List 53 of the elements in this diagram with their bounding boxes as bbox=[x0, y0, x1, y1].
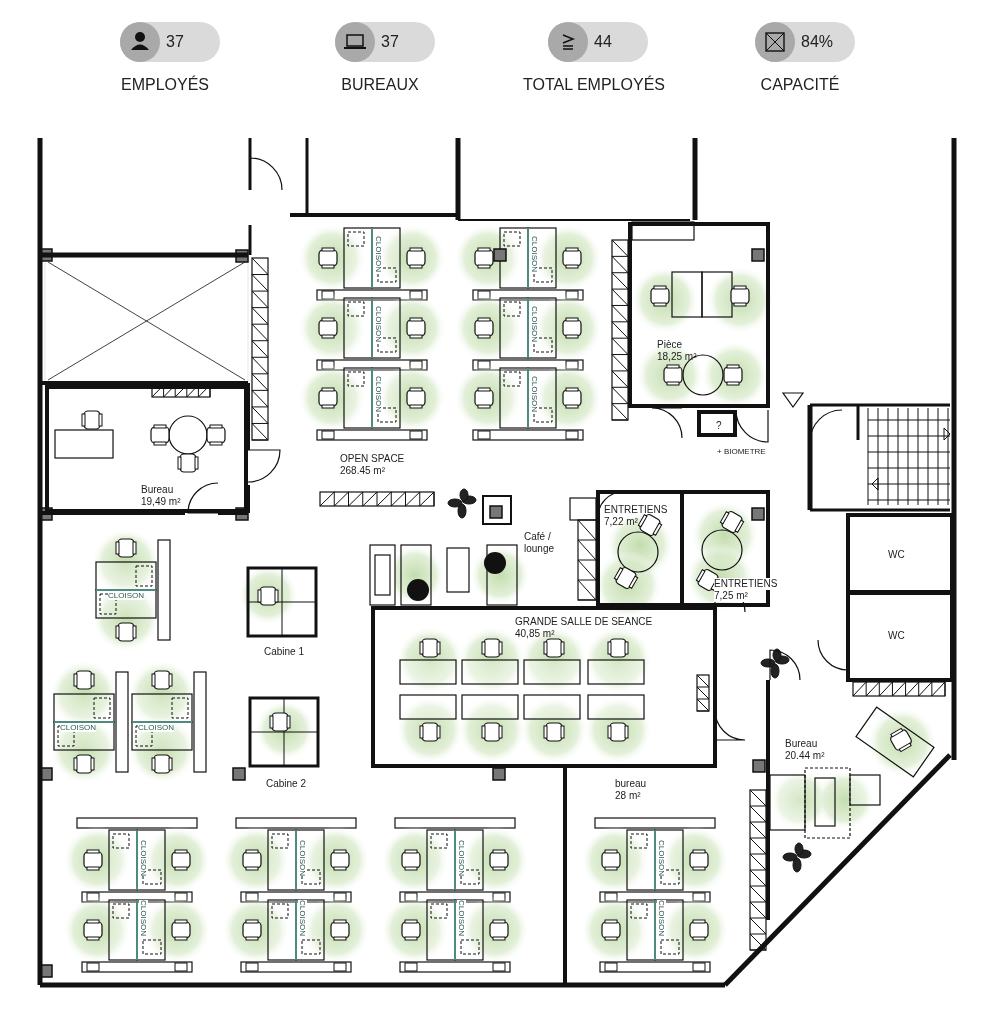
partition-label: CLOISON bbox=[139, 840, 148, 876]
room-label: Cabine 1 bbox=[263, 646, 305, 658]
partition-label: CLOISON bbox=[374, 376, 383, 412]
room-outline bbox=[371, 606, 717, 768]
room-area: 18,25 m² bbox=[657, 351, 697, 363]
room-area: 20.44 m² bbox=[785, 750, 825, 762]
room-outline bbox=[628, 222, 770, 408]
room-label: Café / lounge bbox=[524, 531, 556, 555]
stat-value: 44 bbox=[594, 33, 612, 51]
partition-label: CLOISON bbox=[457, 900, 466, 936]
room-label: ENTRETIENS bbox=[714, 578, 778, 590]
room-label: OPEN SPACE bbox=[340, 453, 405, 465]
stat-label: CAPACITÉ bbox=[759, 76, 841, 94]
stat-value: 84% bbox=[801, 33, 834, 51]
stat-label: TOTAL EMPLOYÉS bbox=[523, 76, 663, 94]
partition-label: CLOISON bbox=[138, 723, 174, 732]
partition-label: CLOISON bbox=[374, 306, 383, 342]
room-area: 268.45 m² bbox=[340, 465, 386, 477]
stat-value: 37 bbox=[381, 33, 399, 51]
room-area: 28 m² bbox=[615, 790, 641, 802]
stat-value: 37 bbox=[166, 33, 184, 51]
room-label: ? bbox=[716, 420, 722, 432]
room-label: Bureau bbox=[785, 738, 818, 750]
room-label: WC bbox=[888, 549, 905, 561]
room-outline bbox=[846, 590, 954, 682]
room-outline bbox=[697, 410, 737, 437]
room-area: 7,22 m² bbox=[604, 516, 638, 528]
partition-label: CLOISON bbox=[60, 723, 96, 732]
room-outline bbox=[45, 385, 248, 513]
room-label: bureau bbox=[615, 778, 647, 790]
stat-label: BUREAUX bbox=[340, 76, 420, 94]
partition-label: CLOISON bbox=[657, 840, 666, 876]
room-label: Pièce bbox=[657, 339, 682, 351]
room-label: Cabine 2 bbox=[265, 778, 307, 790]
room-label: Bureau bbox=[141, 484, 174, 496]
partition-label: CLOISON bbox=[139, 900, 148, 936]
partition-label: CLOISON bbox=[298, 840, 307, 876]
room-label: WC bbox=[888, 630, 905, 642]
room-area: 40,85 m² bbox=[515, 628, 555, 640]
stat-label: EMPLOYÉS bbox=[120, 76, 210, 94]
note-label: + BIOMETRE bbox=[717, 447, 766, 456]
partition-label: CLOISON bbox=[298, 900, 307, 936]
partition-label: CLOISON bbox=[530, 306, 539, 342]
partition-label: CLOISON bbox=[657, 900, 666, 936]
partition-label: CLOISON bbox=[530, 236, 539, 272]
room-label: GRANDE SALLE DE SEANCE bbox=[515, 616, 653, 628]
partition-label: CLOISON bbox=[108, 591, 144, 600]
partition-label: CLOISON bbox=[530, 376, 539, 412]
partition-label: CLOISON bbox=[457, 840, 466, 876]
room-outline bbox=[846, 513, 954, 595]
room-area: 19,49 m² bbox=[141, 496, 181, 508]
room-label: ENTRETIENS bbox=[604, 504, 668, 516]
partition-label: CLOISON bbox=[374, 236, 383, 272]
